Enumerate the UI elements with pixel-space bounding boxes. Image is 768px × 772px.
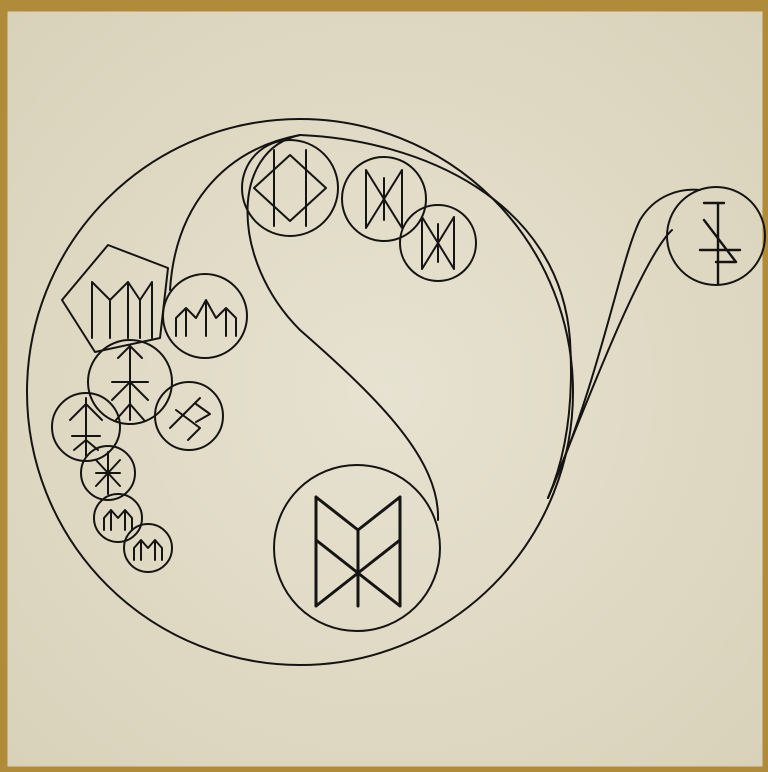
parchment-paper xyxy=(6,10,764,768)
